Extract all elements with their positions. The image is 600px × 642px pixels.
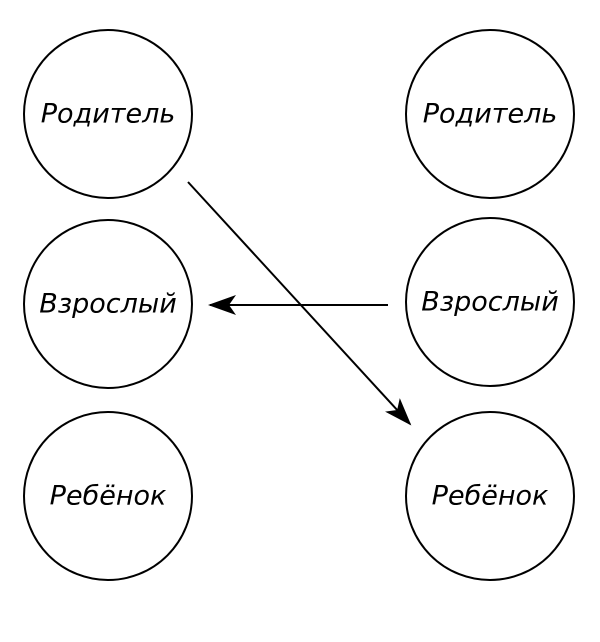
left-child-circle [23,411,193,581]
right-parent-circle [405,29,575,199]
left-child-label: Ребёнок [50,481,167,512]
right-child-node: Ребёнок [405,411,575,581]
right-adult-circle [405,217,575,387]
left-adult-label: Взрослый [39,289,177,320]
right-child-label: Ребёнок [432,481,549,512]
left-parent-node: Родитель [23,29,193,199]
left-child-node: Ребёнок [23,411,193,581]
right-parent-label: Родитель [423,99,558,130]
arrow-left-parent-to-right-child [187,181,412,426]
left-parent-circle [23,29,193,199]
left-parent-label: Родитель [41,99,176,130]
right-parent-node: Родитель [405,29,575,199]
right-child-circle [405,411,575,581]
left-adult-circle [23,219,193,389]
right-adult-label: Взрослый [421,287,559,318]
left-adult-node: Взрослый [23,219,193,389]
right-adult-node: Взрослый [405,217,575,387]
